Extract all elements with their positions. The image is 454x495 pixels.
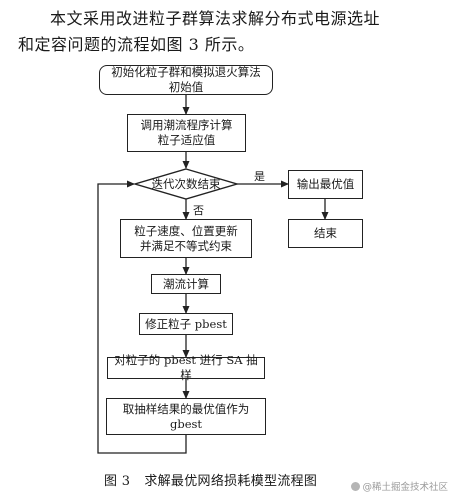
power-flow-node: 潮流计算	[151, 274, 221, 294]
gbest-node: 取抽样结果的最优值作为 gbest	[106, 398, 266, 435]
start-node: 初始化粒子群和模拟退火算法 初始值	[99, 65, 273, 95]
calc-fitness-node: 调用潮流程序计算 粒子适应值	[127, 114, 246, 152]
watermark: @稀土掘金技术社区	[351, 479, 448, 493]
figure-caption: 图 3 求解最优网络损耗模型流程图	[104, 470, 317, 489]
no-label: 否	[193, 204, 204, 217]
watermark-text: @稀土掘金技术社区	[362, 482, 448, 493]
end-node: 结束	[288, 219, 363, 248]
gbest-line-1: 取抽样结果的最优值作为	[122, 401, 250, 416]
intro-line-2: 和定容问题的流程如图 3 所示。	[18, 35, 255, 54]
update-line-2: 并满足不等式约束	[140, 238, 232, 253]
output-node: 输出最优值	[288, 170, 363, 199]
output-label: 输出最优值	[296, 177, 355, 191]
power-flow-label: 潮流计算	[163, 276, 209, 291]
end-label: 结束	[314, 226, 337, 240]
start-line-2: 初始值	[168, 80, 204, 94]
start-line-1: 初始化粒子群和模拟退火算法	[111, 65, 261, 79]
calc-fitness-line-2: 粒子适应值	[157, 133, 216, 147]
intro-line-1: 本文采用改进粒子群算法求解分布式电源选址	[50, 9, 381, 28]
watermark-logo-icon	[351, 482, 361, 491]
loop-back-line	[97, 180, 187, 454]
update-line-1: 粒子速度、位置更新	[134, 223, 238, 238]
decision-label: 迭代次数结束	[151, 177, 221, 191]
gbest-line-2: gbest	[169, 416, 203, 431]
update-node: 粒子速度、位置更新 并满足不等式约束	[120, 219, 252, 258]
figure-number: 图 3	[104, 474, 131, 489]
sa-node: 对粒子的 pbest 进行 SA 抽样	[107, 353, 265, 382]
figure-title: 求解最优网络损耗模型流程图	[144, 474, 318, 489]
sa-label: 对粒子的 pbest 进行 SA 抽样	[114, 353, 258, 382]
yes-label: 是	[254, 170, 265, 183]
pbest-label: 修正粒子 pbest	[145, 316, 227, 331]
intro-paragraph: 本文采用改进粒子群算法求解分布式电源选址 和定容问题的流程如图 3 所示。	[18, 6, 448, 58]
calc-fitness-line-1: 调用潮流程序计算	[140, 118, 233, 132]
pbest-node: 修正粒子 pbest	[139, 313, 233, 335]
